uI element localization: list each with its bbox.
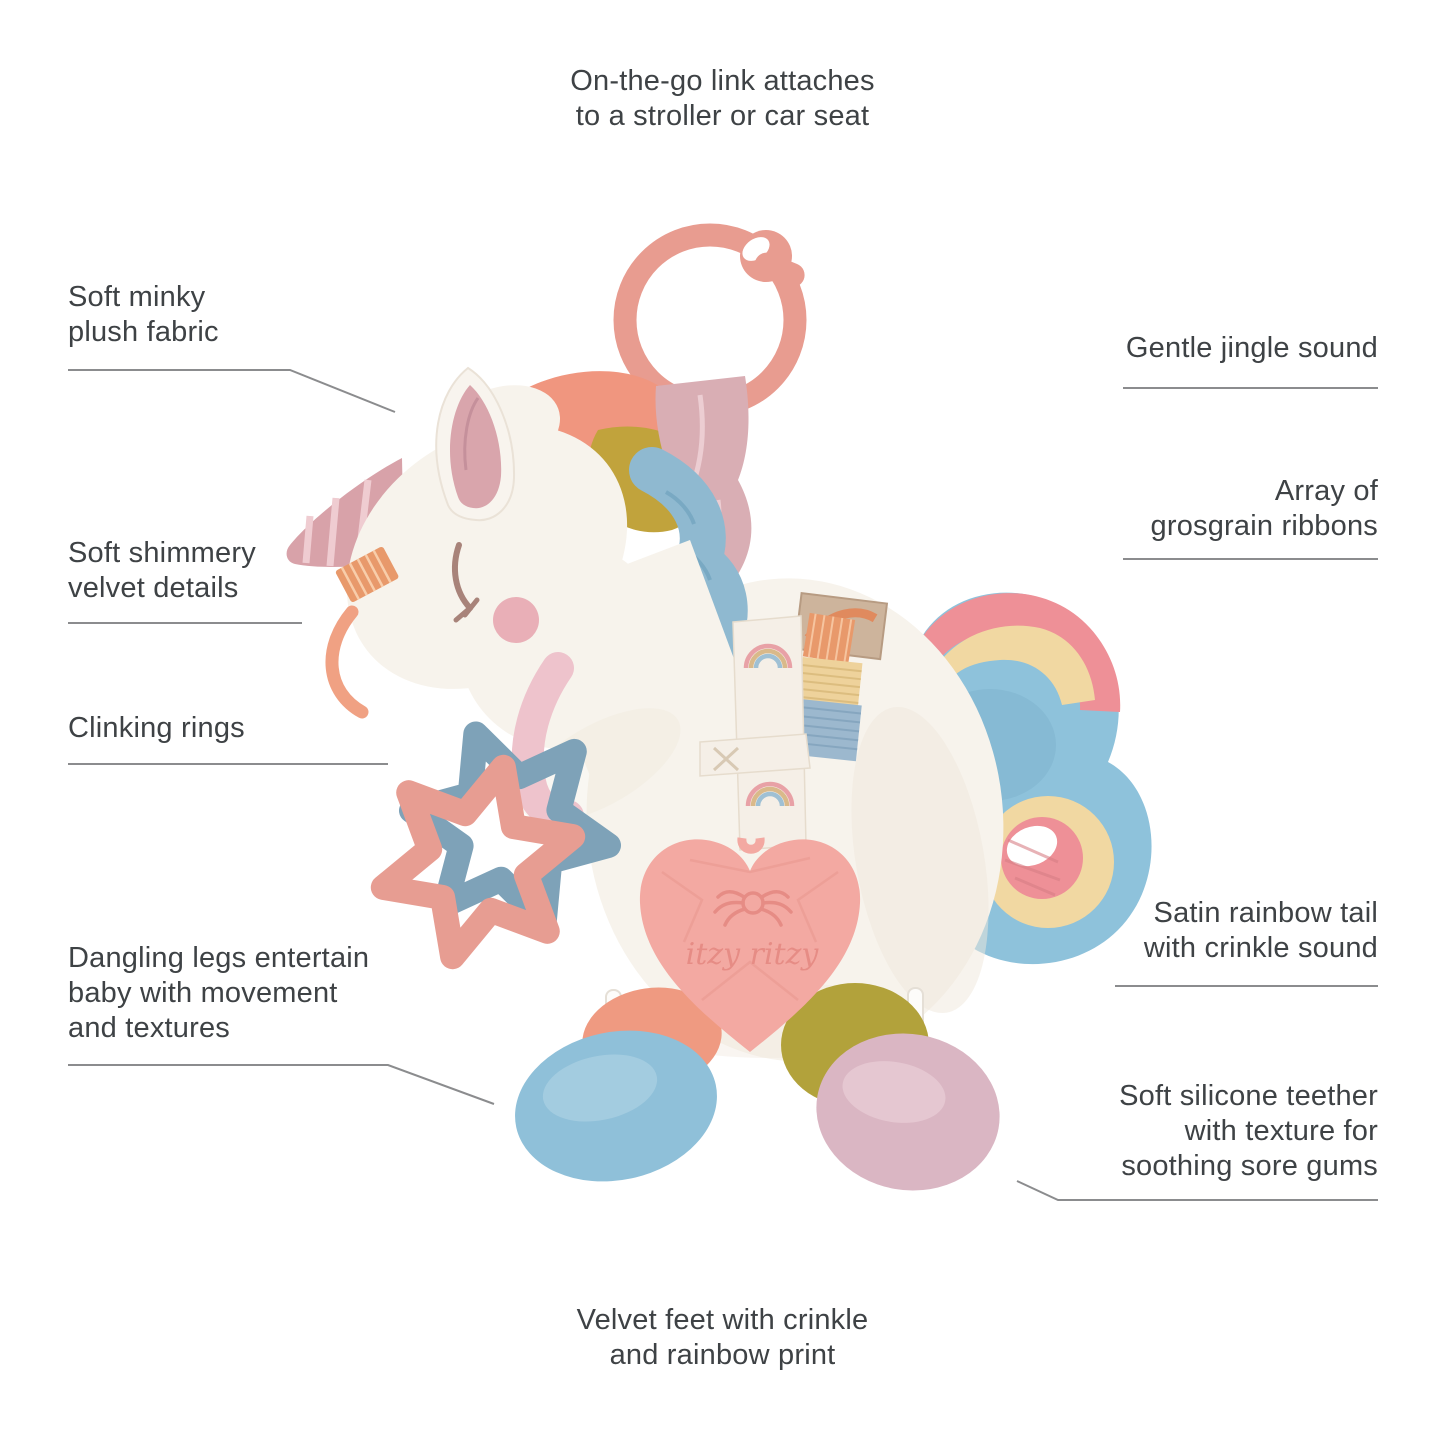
- heart-teether: itzy ritzy: [639, 839, 861, 1052]
- star-teether-rings: [370, 721, 621, 970]
- leader-line-legs: [68, 1064, 495, 1105]
- clip-ring-icon: [613, 223, 807, 417]
- callout-jingle-label: Gentle jingle sound: [1125, 332, 1378, 364]
- yellow-grosgrain-tag: [797, 657, 863, 713]
- unicorn-eye: [451, 542, 480, 623]
- ribbon-tags: [792, 591, 889, 762]
- leader-line-minky: [68, 369, 396, 413]
- unicorn-ear: [435, 366, 516, 522]
- back-foot-pink: [816, 1033, 1000, 1191]
- callout-link-label: On-the-go link attaches to a stroller or…: [570, 65, 875, 132]
- heart-brand-text: itzy ritzy: [686, 937, 820, 972]
- callout-teether-label: Soft silicone teether with texture for s…: [1119, 1080, 1378, 1182]
- orange-grosgrain-tag: [802, 612, 856, 664]
- star-ring-pink: [370, 754, 586, 970]
- leader-line-teether: [1016, 1180, 1378, 1201]
- callout-tail-label: Satin rainbow tail with crinkle sound: [1143, 897, 1378, 964]
- coral-ribbon-curl: [325, 605, 369, 719]
- callout-velvet-label: Soft shimmery velvet details: [68, 537, 256, 604]
- blue-grosgrain-tag: [792, 698, 862, 762]
- leader-lines: [68, 369, 1378, 1201]
- callout-legs-label: Dangling legs entertain baby with moveme…: [68, 942, 370, 1044]
- callout-ribbons-label: Array of grosgrain ribbons: [1150, 475, 1378, 542]
- dangling-legs: [515, 983, 1000, 1191]
- callout-rings-label: Clinking rings: [68, 712, 245, 744]
- callout-minky-label: Soft minky plush fabric: [68, 281, 219, 348]
- orange-ribbon-tag: [335, 546, 399, 602]
- spider-icon: [713, 890, 793, 927]
- callout-feet-label: Velvet feet with crinkle and rainbow pri…: [576, 1304, 869, 1371]
- front-foot-blue: [515, 1030, 717, 1182]
- unicorn-cheek: [493, 597, 539, 643]
